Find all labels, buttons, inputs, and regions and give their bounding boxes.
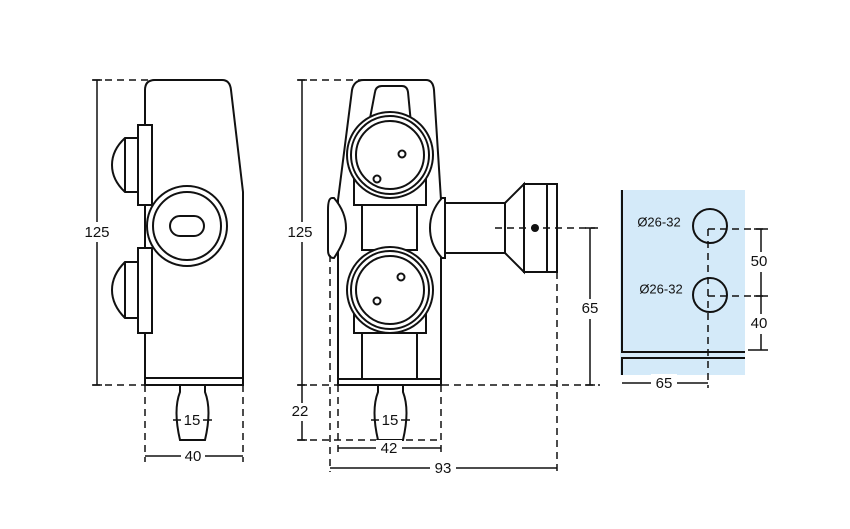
- side-view: 125 15 40: [82, 79, 245, 465]
- hole-spacing-label: 50: [751, 253, 768, 270]
- lens-right: [428, 197, 446, 259]
- suction-cup-top: [110, 124, 153, 206]
- glass-hole-view: 50 40 Ø26-32 Ø26-32 65: [620, 190, 774, 392]
- front-view: 125 22: [287, 79, 605, 477]
- side-depth-label: 40: [185, 448, 202, 465]
- hole-bottom: [692, 277, 728, 313]
- body-width-label: 42: [381, 440, 398, 457]
- front-height-label: 125: [287, 224, 312, 241]
- front-knob-height-label: 22: [292, 403, 309, 420]
- hole-top-diameter-label: Ø26-32: [637, 214, 680, 229]
- total-width-label: 93: [435, 460, 452, 477]
- edge-offset-label: 65: [656, 375, 673, 392]
- suction-cup-bottom: [110, 247, 153, 334]
- hole-top: [692, 208, 728, 244]
- bottom-offset-label: 40: [751, 315, 768, 332]
- front-knob-width-label: 15: [382, 412, 399, 429]
- arm: [444, 181, 558, 275]
- glass-panel: [620, 190, 745, 375]
- side-height-label: 125: [84, 224, 109, 241]
- lens-left: [327, 197, 348, 260]
- side-knob-width-label: 15: [184, 412, 201, 429]
- round-knob: [146, 185, 228, 267]
- magnet-bottom: [346, 246, 434, 334]
- magnet-top: [346, 111, 434, 206]
- arm-height-label: 65: [582, 300, 599, 317]
- hole-bottom-diameter-label: Ø26-32: [639, 281, 682, 296]
